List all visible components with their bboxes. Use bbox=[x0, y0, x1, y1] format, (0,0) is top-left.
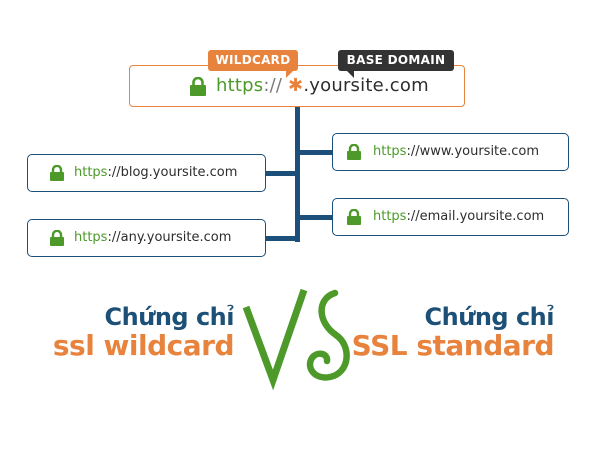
subdomain-box-email: https://email.yoursite.com bbox=[332, 198, 569, 236]
lock-icon bbox=[190, 77, 206, 96]
right-caption-line2: SSL standard bbox=[351, 329, 555, 362]
subdomain-box-www: https://www.yoursite.com bbox=[332, 133, 569, 171]
subdomain-url: https://blog.yoursite.com bbox=[74, 164, 237, 182]
left-caption: Chứng chỉ ssl wildcard bbox=[52, 303, 235, 362]
connector-www bbox=[295, 150, 332, 155]
subdomain-box-blog: https://blog.yoursite.com bbox=[27, 154, 266, 192]
url-host: ://email.yoursite.com bbox=[406, 209, 545, 224]
left-caption-line2: ssl wildcard bbox=[52, 329, 235, 362]
url-scheme: https bbox=[74, 230, 108, 245]
url-host: ://any.yoursite.com bbox=[107, 230, 232, 245]
connector-blog bbox=[265, 171, 300, 176]
lock-icon bbox=[347, 209, 361, 225]
wildcard-asterisk-icon: ✱ bbox=[288, 75, 304, 96]
url-host: ://www.yoursite.com bbox=[406, 144, 540, 159]
subdomain-url: https://email.yoursite.com bbox=[373, 208, 544, 226]
connector-email bbox=[295, 215, 332, 220]
wildcard-url: https:// ✱.yoursite.com bbox=[216, 74, 429, 98]
wildcard-url-box: https:// ✱.yoursite.com bbox=[129, 65, 465, 107]
tag-pointer bbox=[347, 71, 354, 78]
wildcard-tag: WILDCARD bbox=[208, 50, 298, 78]
url-scheme: https bbox=[373, 144, 407, 159]
base-domain-tag: BASE DOMAIN bbox=[338, 50, 454, 78]
lock-icon bbox=[50, 230, 64, 246]
url-separator: :// bbox=[263, 75, 283, 96]
wildcard-tag-label: WILDCARD bbox=[215, 53, 291, 67]
url-base-domain: .yoursite.com bbox=[303, 75, 429, 96]
subdomain-url: https://any.yoursite.com bbox=[74, 229, 231, 247]
url-scheme: https bbox=[373, 209, 407, 224]
subdomain-box-any: https://any.yoursite.com bbox=[27, 219, 266, 257]
base-domain-tag-label: BASE DOMAIN bbox=[346, 53, 446, 67]
right-caption: Chứng chỉ SSL standard bbox=[351, 303, 555, 362]
vs-logo-icon bbox=[242, 288, 350, 390]
lock-icon bbox=[347, 144, 361, 160]
subdomain-url: https://www.yoursite.com bbox=[373, 143, 539, 161]
url-host: ://blog.yoursite.com bbox=[107, 165, 238, 180]
url-scheme: https bbox=[216, 75, 264, 96]
left-caption-line1: Chứng chỉ bbox=[104, 303, 235, 331]
url-scheme: https bbox=[74, 165, 108, 180]
tag-pointer bbox=[286, 71, 293, 78]
connector-any bbox=[265, 236, 300, 241]
right-caption-line1: Chứng chỉ bbox=[424, 303, 555, 331]
lock-icon bbox=[50, 165, 64, 181]
